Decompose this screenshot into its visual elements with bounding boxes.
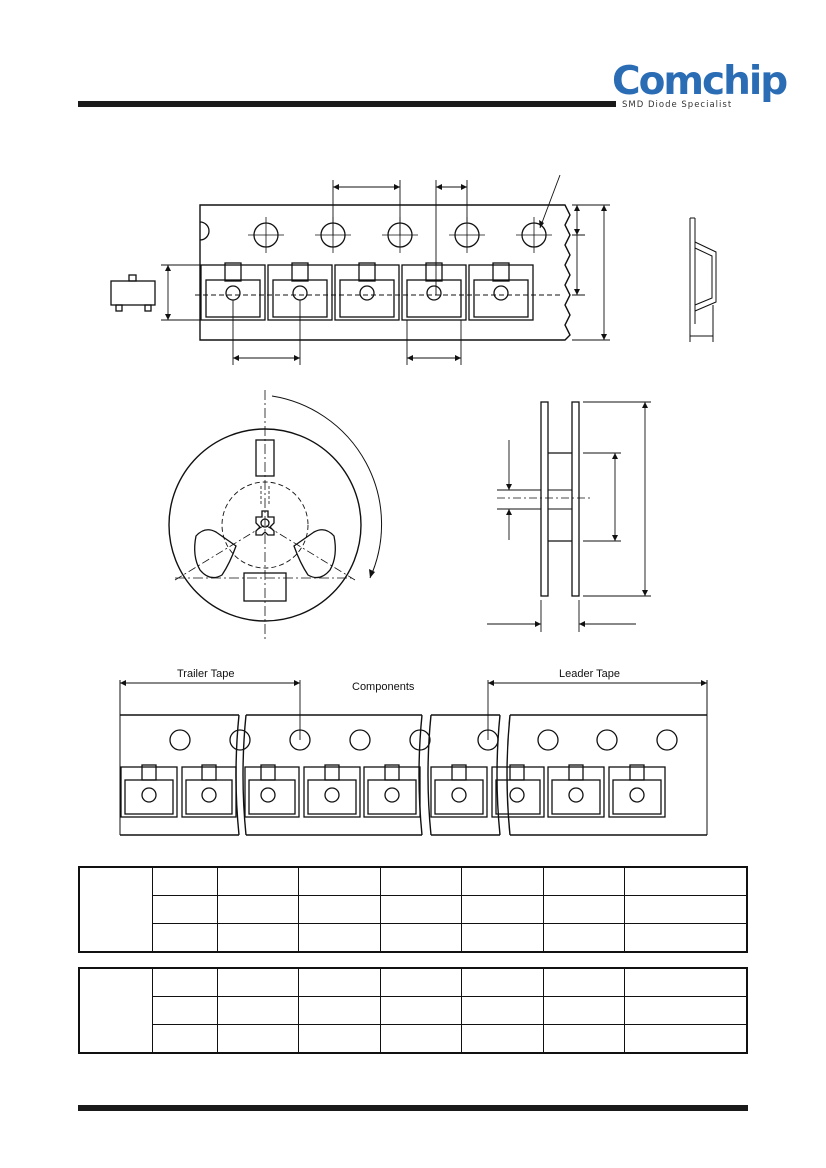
table-row [79,895,748,924]
reel-side-view [487,401,651,632]
table-cell [542,967,626,997]
table-cell [379,866,463,896]
table-cell [216,923,300,953]
table-cell [298,895,381,924]
table-cell [152,1024,218,1054]
table-cell [542,895,626,924]
table-cell [379,923,463,953]
spec-table-2 [78,967,748,1054]
table-cell [624,923,748,953]
table-cell [461,923,544,953]
table-cell [78,866,153,953]
trailer-tape-label: Trailer Tape [177,668,235,680]
table-cell [461,1024,544,1054]
table-cell [542,923,626,953]
components-label: Components [352,681,415,693]
leader-trailer-tape [119,680,708,836]
table-cell [379,967,463,997]
table-cell [78,967,153,1054]
spec-table-1 [78,866,748,953]
table-cell [461,866,544,896]
footer-rule [78,1105,748,1111]
table-cell [624,996,748,1025]
sot-package-symbol [110,274,156,312]
table-cell [624,866,748,896]
carrier-tape-drawing [110,174,717,365]
leader-pockets [120,764,666,818]
table-row [78,967,748,1054]
table-cell [624,1024,748,1054]
table-row [79,1024,748,1054]
table-cell [461,996,544,1025]
logo-tagline: SMD Diode Specialist [622,100,733,110]
table-cell [461,895,544,924]
table-cell [152,967,218,997]
company-logo: Comchip SMD Diode Specialist [612,60,788,120]
table-cell [298,967,381,997]
table-cell [216,996,300,1025]
logo-wordmark: Comchip [612,59,788,104]
tape-side-view [689,217,717,342]
table-cell [542,866,626,896]
table-cell [298,923,381,953]
table-cell [216,967,300,997]
header-rule [78,101,616,107]
table-row [79,996,748,1025]
reel-front-view [168,390,383,640]
table-cell [624,967,748,997]
table-cell [298,996,381,1025]
table-cell [624,895,748,924]
table-row [78,866,748,953]
table-cell [298,1024,381,1054]
tape-pockets [200,262,534,321]
leader-sprocket-holes [169,729,678,751]
table-cell [461,967,544,997]
table-cell [379,895,463,924]
table-cell [542,1024,626,1054]
table-cell [152,866,218,896]
table-cell [379,996,463,1025]
table-cell [152,923,218,953]
table-cell [152,996,218,1025]
table-cell [542,996,626,1025]
table-row [79,923,748,953]
table-cell [216,1024,300,1054]
leader-tape-label: Leader Tape [559,668,620,680]
table-cell [216,866,300,896]
table-cell [298,866,381,896]
table-cell [216,895,300,924]
table-cell [379,1024,463,1054]
table-cell [152,895,218,924]
